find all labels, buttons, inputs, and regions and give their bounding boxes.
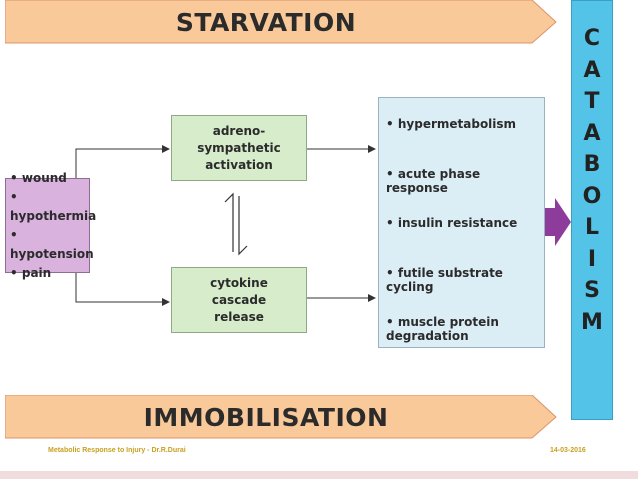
- starvation-label: STARVATION: [175, 7, 357, 37]
- footer-credit: Metabolic Response to Injury - Dr.R.Dura…: [48, 447, 186, 454]
- cytokine-cascade-label: cytokine cascade release: [210, 275, 268, 324]
- starvation-banner: STARVATION: [5, 0, 557, 44]
- effect-item: • acute phase response: [386, 166, 481, 195]
- adreno-sympathetic-box: adreno-sympathetic activation: [171, 115, 307, 181]
- catabolism-letter: A: [583, 120, 601, 146]
- catabolism-letter: O: [582, 183, 602, 209]
- catabolism-letter: I: [587, 246, 597, 272]
- cause-item: • pain: [10, 265, 52, 280]
- cause-item: • hypothermia: [10, 189, 97, 223]
- cause-item: • wound: [10, 170, 67, 185]
- catabolism-bar: C A T A B O L I S M: [571, 0, 613, 420]
- effect-item: • hypermetabolism: [386, 117, 517, 131]
- catabolism-letter: A: [583, 57, 601, 83]
- effect-item: • muscle protein degradation: [386, 315, 499, 343]
- metabolic-effects-box: • hypermetabolism • acute phase response…: [378, 97, 545, 348]
- catabolism-letter: T: [584, 89, 600, 114]
- injury-causes-box: • wound • hypothermia • hypotension • pa…: [5, 171, 96, 280]
- footer-strip: [0, 471, 638, 479]
- footer-date: 14-03-2016: [550, 447, 586, 454]
- immobilisation-arrow-shape: [5, 395, 557, 439]
- catabolism-big-arrow: [545, 198, 571, 246]
- cause-item: • hypotension: [10, 227, 94, 261]
- effect-item: • futile substrate cycling: [386, 265, 503, 294]
- catabolism-letter: L: [584, 215, 600, 240]
- equilibrium-arrows-icon: [224, 192, 248, 256]
- immobilisation-label: IMMOBILISATION: [143, 402, 389, 432]
- immobilisation-banner: IMMOBILISATION: [5, 395, 557, 439]
- cytokine-cascade-box: cytokine cascade release: [171, 267, 307, 333]
- catabolism-letter: C: [583, 26, 601, 51]
- effect-item: • insulin resistance: [386, 216, 518, 230]
- adreno-sympathetic-label: adreno-sympathetic activation: [197, 123, 281, 172]
- catabolism-letter: S: [584, 278, 600, 303]
- cause-to-adreno-arrow: [75, 145, 170, 178]
- starvation-arrow-shape: [5, 0, 557, 44]
- catabolism-letter: B: [583, 152, 601, 177]
- catabolism-letter: M: [581, 309, 603, 335]
- cause-to-cytokine-arrow: [75, 273, 170, 306]
